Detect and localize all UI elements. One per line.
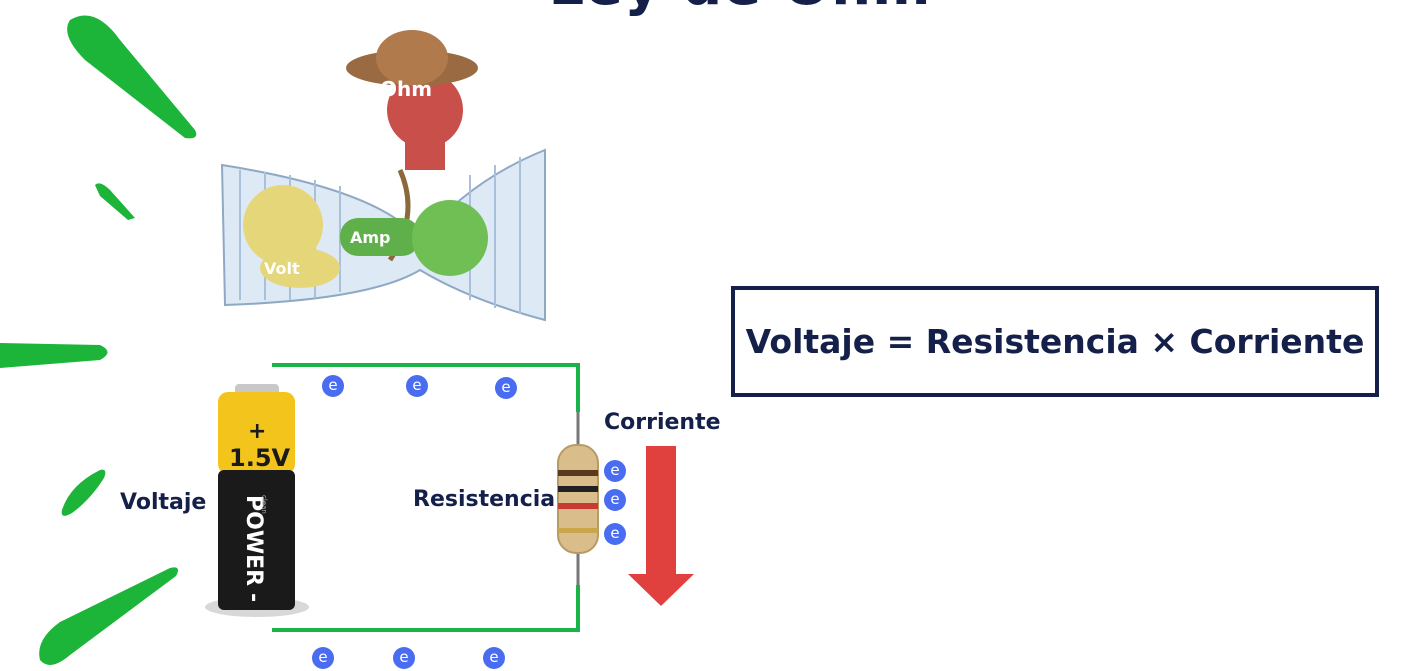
leaf-shape (61, 469, 106, 516)
circuit-wires (272, 363, 580, 632)
resistor (557, 412, 599, 585)
electron: e (495, 377, 517, 399)
leaf-shape (95, 183, 135, 220)
battery-plus-text: + (248, 419, 266, 444)
leaf-shape (67, 15, 197, 139)
battery-small-text: clean (260, 495, 268, 514)
battery-brand-text: POWER (241, 495, 266, 586)
formula-box: Voltaje = Resistencia × Corriente (731, 286, 1379, 397)
current-label: Corriente (604, 410, 721, 435)
ohm-hat-text: Ohm (380, 77, 432, 101)
electron: e (312, 647, 334, 669)
battery-voltage-text: 1.5V (229, 444, 291, 472)
amp-character-text: Amp (350, 228, 391, 247)
electron: e (322, 375, 344, 397)
voltage-label: Voltaje (120, 490, 207, 515)
electron: e (604, 489, 626, 511)
page-title: Ley de Ohm (540, 0, 940, 16)
battery-minus-text: - (241, 593, 266, 602)
electron: e (393, 647, 415, 669)
decorative-leaves (0, 15, 197, 665)
electron: e (604, 523, 626, 545)
volt-character-text: Volt (264, 259, 300, 278)
resistance-label: Resistencia (413, 487, 556, 512)
electron: e (406, 375, 428, 397)
electron: e (483, 647, 505, 669)
ohm-law-cartoon: Ohm Volt Amp (220, 30, 546, 322)
formula-text: Voltaje = Resistencia × Corriente (745, 322, 1365, 361)
current-arrow (628, 446, 694, 606)
electron: e (604, 460, 626, 482)
leaf-shape (39, 567, 178, 665)
leaf-shape (0, 343, 108, 368)
battery: + 1.5V POWER clean - (205, 384, 309, 617)
